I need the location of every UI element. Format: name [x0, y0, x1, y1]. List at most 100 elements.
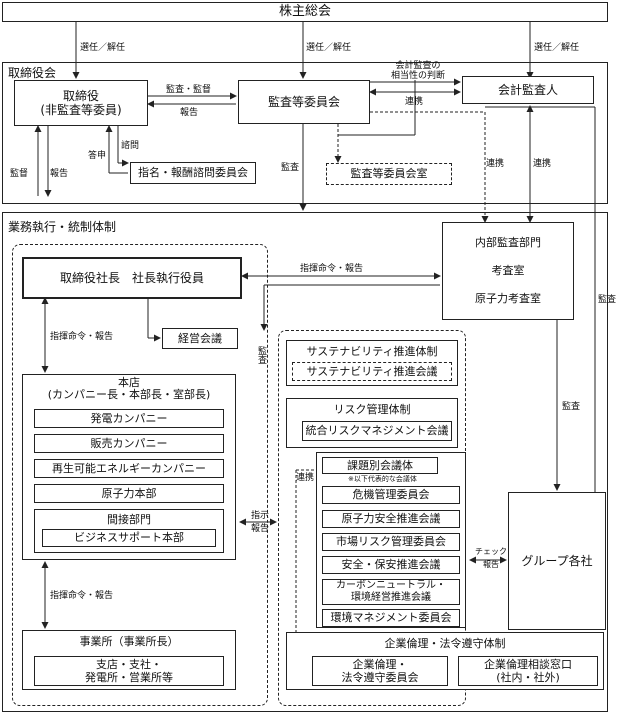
audit-label-4: 監査 — [598, 295, 617, 305]
audit-office-box: 監査等委員会室 — [326, 163, 452, 185]
ethics-hotline-box: 企業倫理相談窓口 (社内・社外) — [458, 656, 598, 686]
topic-council-item: カーボンニュートラル・ 環境経営推進会議 — [322, 579, 460, 605]
topic-council-item: 原子力安全推進会議 — [322, 510, 460, 528]
nomination-committee-box: 指名・報酬諮問委員会 — [130, 162, 256, 184]
ethics-committee-line-1: 企業倫理・ — [352, 657, 408, 671]
topic-council-frame — [316, 452, 466, 628]
cooperate-label-3: 連携 — [533, 159, 552, 169]
management-dashed-frame — [12, 244, 268, 706]
branch-title: 事業所（事業所長） — [79, 635, 179, 648]
appropriateness-line-1: 会計監査の — [395, 61, 441, 71]
command-report-label-2: 指揮命令・報告 — [50, 591, 114, 601]
topic-council-note: ※以下代表的な会議体 — [348, 475, 417, 483]
report-label-1: 報告 — [180, 108, 199, 118]
topic-council-item-label: 危機管理委員会 — [352, 488, 430, 502]
topic-council-item-label: 安全・保安推進会議 — [341, 558, 441, 572]
topic-council-item-label: 市場リスク管理委員会 — [336, 535, 446, 549]
check-label: チェック — [475, 547, 507, 556]
topic-council-item-label: 環境経営推進会議 — [351, 592, 431, 603]
head-office-item: 再生可能エネルギーカンパニー — [34, 459, 224, 478]
branch-items-line-2: 発電所・営業所等 — [85, 671, 173, 684]
check-report-label: チェック 報告 — [474, 546, 508, 572]
topic-council-title-box: 課題別会議体 — [322, 457, 438, 474]
topic-council-item: 安全・保安推進会議 — [322, 556, 460, 574]
internal-audit-item-1: 考査室 — [491, 264, 525, 278]
audit-label-2: 監査 — [256, 346, 266, 364]
audit-committee-box: 監査等委員会 — [238, 80, 370, 124]
accounting-auditor-label: 会計監査人 — [497, 82, 558, 97]
appropriateness-line-2: 相当性の判断 — [390, 70, 445, 81]
indirect-dept-label: 間接部門 — [107, 513, 151, 526]
topic-council-item-label: 原子力安全推進会議 — [341, 512, 441, 526]
audit-office-label: 監査等委員会室 — [350, 167, 428, 181]
president-box: 取締役社長 社長執行役員 — [22, 257, 242, 299]
risk-council-box: 統合リスクマネジメント会議 — [302, 421, 452, 441]
elect-label-3: 選任／解任 — [534, 43, 580, 53]
internal-audit-item-2: 原子力考査室 — [475, 292, 541, 306]
appropriateness-label: 会計監査の 相当性の判断 — [380, 61, 456, 82]
shareholders-meeting-box: 株主総会 — [2, 2, 608, 22]
report-label-4: 報告 — [483, 559, 499, 569]
exec-section-title: 業務執行・統制体制 — [8, 220, 117, 234]
instruct-label: 指示 — [250, 511, 269, 521]
management-meeting-box: 経営会議 — [162, 328, 238, 349]
exec-frame — [2, 212, 608, 712]
business-support-label: ビジネスサポート本部 — [74, 531, 184, 545]
topic-council-item: 危機管理委員会 — [322, 486, 460, 504]
head-office-item: 発電カンパニー — [34, 409, 224, 428]
nomination-committee-label: 指名・報酬諮問委員会 — [138, 166, 248, 180]
directors-label: 取締役 — [62, 88, 99, 103]
president-label: 取締役社長 社長執行役員 — [59, 270, 204, 285]
group-companies-label: グループ各社 — [521, 553, 593, 568]
management-meeting-label: 経営会議 — [178, 331, 222, 345]
branch-items-box: 支店・支社・ 発電所・営業所等 — [34, 656, 224, 686]
head-office-item-label: 販売カンパニー — [90, 436, 168, 450]
sustainability-council-label: サステナビリティ推進会議 — [306, 364, 438, 378]
sustainability-system-label: サステナビリティ推進体制 — [306, 345, 438, 358]
board-section-title: 取締役会 — [8, 66, 57, 80]
board-frame — [2, 62, 608, 204]
consult-label: 諮問 — [121, 141, 140, 151]
shareholders-meeting-label: 株主総会 — [278, 4, 331, 20]
supervise-label: 監督 — [10, 169, 29, 179]
directors-sub-label: (非監査等委員) — [40, 103, 122, 117]
command-report-label-3: 指揮命令・報告 — [300, 264, 364, 274]
topic-council-item: 環境マネジメント委員会 — [322, 609, 460, 627]
command-report-label-1: 指揮命令・報告 — [50, 332, 114, 342]
audit-committee-label: 監査等委員会 — [267, 94, 340, 109]
topic-council-title: 課題別会議体 — [347, 458, 413, 472]
head-office-item-label: 再生可能エネルギーカンパニー — [52, 461, 206, 475]
accounting-auditor-box: 会計監査人 — [462, 76, 594, 104]
ethics-committee-line-2: 法令遵守委員会 — [341, 671, 419, 684]
cooperate-label-1: 連携 — [405, 97, 424, 107]
answer-label: 答申 — [88, 151, 107, 161]
topic-council-item: 市場リスク管理委員会 — [322, 533, 460, 551]
ethics-hotline-line-1: 企業倫理相談窓口 — [484, 657, 572, 671]
report-label-3: 報告 — [250, 523, 269, 534]
head-office-item-label: 発電カンパニー — [90, 411, 168, 425]
internal-audit-box: 内部監査部門 考査室 原子力考査室 — [442, 222, 574, 320]
branch-items-line-1: 支店・支社・ — [96, 657, 162, 671]
head-office-item: 原子力本部 — [34, 484, 224, 503]
cooperate-label-4: 連携 — [296, 473, 315, 483]
elect-label-2: 選任／解任 — [306, 43, 352, 53]
branch-box — [22, 630, 236, 690]
directors-box: 取締役 (非監査等委員) — [14, 80, 148, 126]
head-office-sub: (カンパニー長・本部長・室部長) — [47, 388, 211, 402]
topic-council-item-label: カーボンニュートラル・ — [336, 580, 446, 591]
instruct-report-label: 指示 報告 — [246, 510, 274, 535]
ethics-hotline-line-2: (社内・社外) — [496, 671, 560, 684]
sustainability-council-box: サステナビリティ推進会議 — [292, 362, 452, 381]
report-label-2: 報告 — [50, 169, 69, 179]
group-companies-box: グループ各社 — [508, 492, 606, 630]
head-office-item-label: 原子力本部 — [101, 486, 157, 500]
audit-label-1: 監査 — [281, 163, 300, 173]
cooperate-label-2: 連携 — [486, 159, 505, 169]
ethics-system-label: 企業倫理・法令遵守体制 — [384, 637, 506, 650]
head-office-title: 本店 — [118, 376, 140, 389]
audit-supervise-label: 監査・監督 — [166, 85, 212, 95]
risk-council-label: 統合リスクマネジメント会議 — [305, 424, 449, 438]
ethics-committee-box: 企業倫理・ 法令遵守委員会 — [312, 656, 448, 686]
topic-council-item-label: 環境マネジメント委員会 — [330, 611, 452, 625]
elect-label-1: 選任／解任 — [80, 43, 126, 53]
